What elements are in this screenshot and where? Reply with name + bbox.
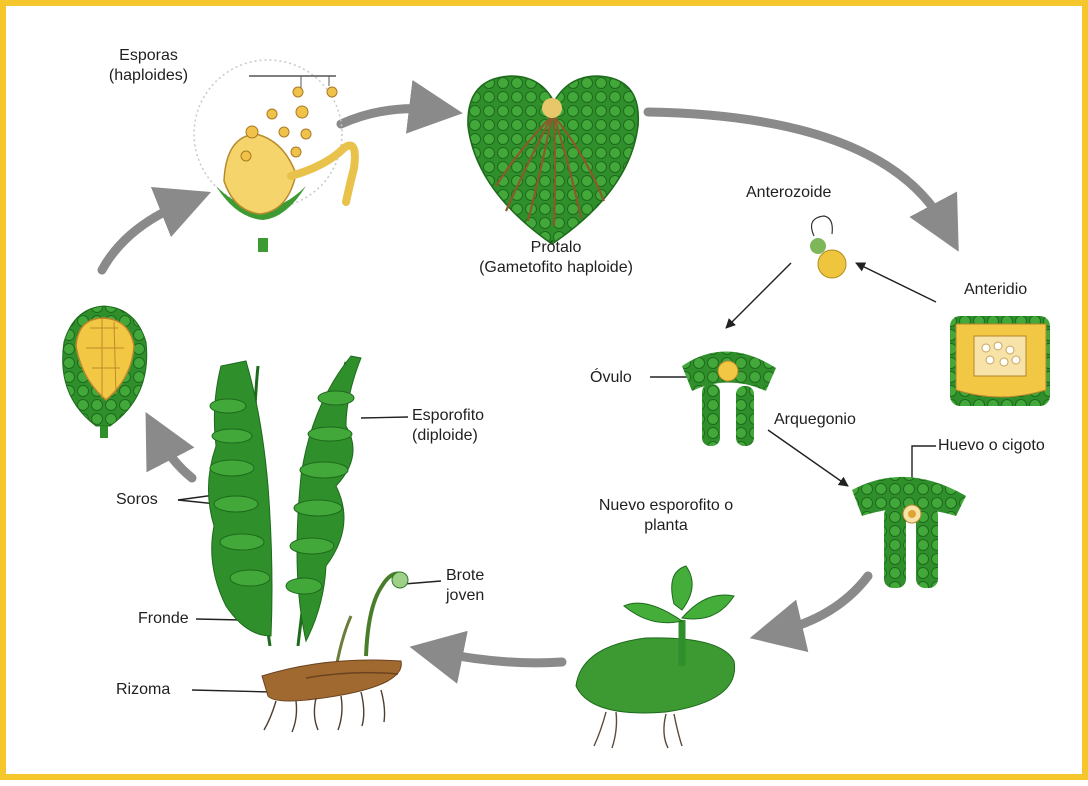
label-esporas-line2: (haploides)	[86, 66, 211, 86]
label-brote: Brote joven	[446, 566, 484, 606]
label-soros: Soros	[116, 490, 158, 510]
arrow-antheridium-to-antherozoid	[856, 263, 936, 302]
label-esporofito-line1: Esporofito	[412, 406, 484, 426]
label-protalo: Prótalo (Gametofito haploide)	[466, 238, 646, 278]
arrow-zygote-to-new-sporophyte	[776, 576, 868, 632]
arrow-archegonium-to-zygote	[768, 430, 848, 486]
arrow-prothallus-to-antheridium	[648, 112, 946, 228]
new-sporophyte	[576, 566, 735, 748]
sporangium	[63, 306, 147, 438]
zygote-archegonium	[852, 477, 966, 588]
label-protalo-line2: (Gametofito haploide)	[466, 258, 646, 278]
arrow-sporangium-to-spores	[102, 202, 186, 270]
label-fronde: Fronde	[138, 609, 189, 629]
label-arquegonio: Arquegonio	[774, 410, 856, 430]
label-rizoma: Rizoma	[116, 680, 170, 700]
label-anterozoide: Anterozoide	[746, 183, 831, 203]
arrow-spores-to-prothallus	[341, 109, 436, 124]
antherozoid	[810, 216, 846, 278]
label-esporofito-line2: (diploide)	[412, 426, 484, 446]
arrow-antherozoid-to-archegonium	[726, 263, 791, 328]
prothallus	[468, 76, 638, 244]
label-nuevo-esporofito: Nuevo esporofito o planta	[576, 496, 756, 536]
label-protalo-line1: Prótalo	[466, 238, 646, 258]
arrow-new-to-adult-fern	[436, 652, 562, 663]
label-ovulo: Óvulo	[590, 368, 632, 388]
label-esporas-line1: Esporas	[86, 46, 211, 66]
label-huevo: Huevo o cigoto	[938, 436, 1045, 456]
adult-fern	[208, 356, 408, 732]
antheridium	[950, 316, 1050, 406]
archegonium	[682, 351, 776, 446]
label-brote-line1: Brote	[446, 566, 484, 586]
label-nuevo-line1: Nuevo esporofito o	[576, 496, 756, 516]
life-cycle-illustration	[6, 6, 1088, 786]
arrow-fern-to-sporangium	[158, 436, 192, 478]
label-anteridio: Anteridio	[964, 280, 1027, 300]
label-nuevo-line2: planta	[576, 516, 756, 536]
sporangium-releasing-spores	[194, 60, 355, 252]
label-brote-line2: joven	[446, 586, 484, 606]
label-esporofito: Esporofito (diploide)	[412, 406, 484, 446]
label-esporas: Esporas (haploides)	[86, 46, 211, 86]
